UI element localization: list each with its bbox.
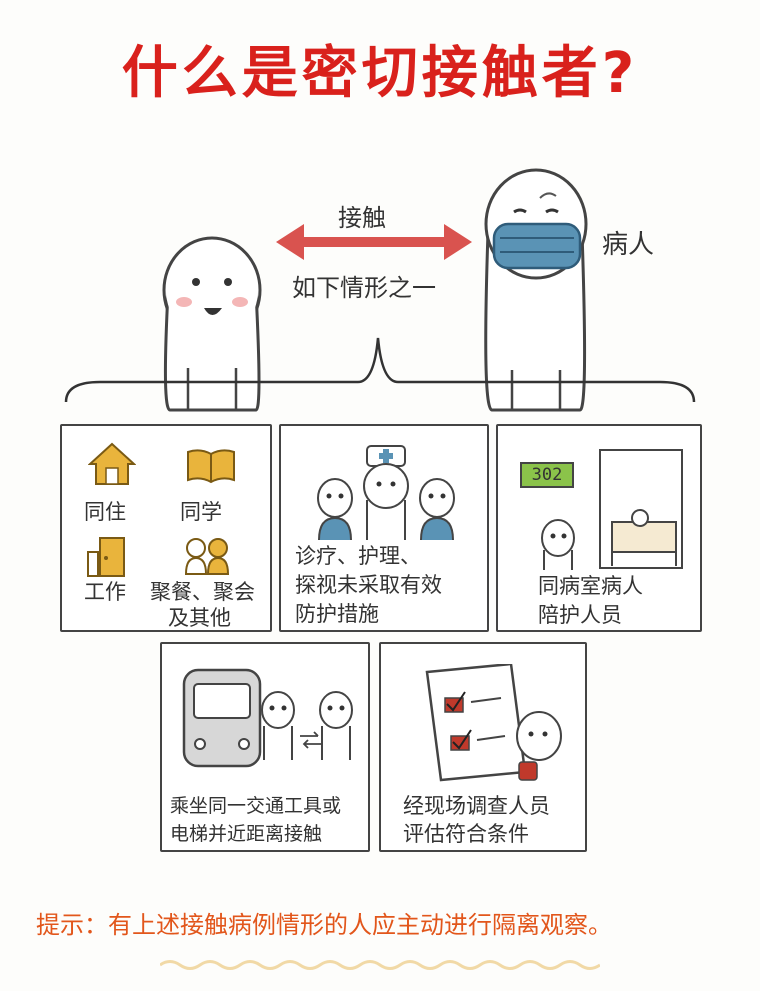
- medical-line-2: 探视未采取有效: [295, 573, 442, 597]
- card-medical: 诊疗、护理、 探视未采取有效 防护措施: [279, 424, 489, 632]
- header-illustration: [64, 168, 696, 412]
- train-icon: [182, 668, 353, 768]
- office-door-icon: [87, 537, 125, 577]
- brace-icon: [64, 337, 696, 403]
- patient-label: 病人: [602, 230, 655, 260]
- patient-icon: [484, 168, 588, 412]
- hospital-bed-icon: [541, 449, 683, 570]
- ward-line-2: 陪护人员: [538, 603, 622, 627]
- people-gathering-icon: [184, 538, 230, 575]
- ward-line-1: 同病室病人: [538, 574, 643, 598]
- household-live-label: 同住: [84, 500, 126, 524]
- contact-arrow-icon: [276, 224, 472, 260]
- household-gather-label: 聚餐、聚会: [150, 580, 255, 604]
- contact-label: 接触: [338, 204, 386, 232]
- transport-line-1: 乘坐同一交通工具或: [170, 795, 342, 817]
- medical-staff-icon: [317, 445, 455, 540]
- investigation-line-1: 经现场调查人员: [403, 794, 550, 818]
- medical-line-1: 诊疗、护理、: [295, 544, 421, 568]
- checklist-investigator-icon: [425, 664, 562, 782]
- footer-tip: 提示：有上述接触病例情形的人应主动进行隔离观察。: [36, 911, 612, 939]
- house-icon: [88, 442, 136, 485]
- household-study-label: 同学: [180, 500, 222, 524]
- transport-line-2: 电梯并近距离接触: [170, 823, 323, 845]
- household-other-label: 及其他: [168, 606, 231, 630]
- investigation-line-2: 评估符合条件: [403, 822, 529, 846]
- room-number-sign: 302: [520, 462, 574, 488]
- healthy-person-icon: [162, 236, 262, 412]
- medical-line-3: 防护措施: [295, 602, 379, 626]
- wave-divider-icon: [160, 960, 600, 970]
- household-work-label: 工作: [84, 580, 126, 604]
- card-transport: 乘坐同一交通工具或 电梯并近距离接触: [160, 642, 370, 852]
- card-household: 同住 同学 工作 聚餐、聚会 及其他: [60, 424, 272, 632]
- condition-label: 如下情形之一: [292, 274, 436, 302]
- card-ward: 302 同病室病人 陪护人员: [496, 424, 702, 632]
- book-icon: [187, 449, 235, 484]
- page-title: 什么是密切接触者?: [121, 41, 639, 106]
- card-investigation: 经现场调查人员 评估符合条件: [379, 642, 587, 852]
